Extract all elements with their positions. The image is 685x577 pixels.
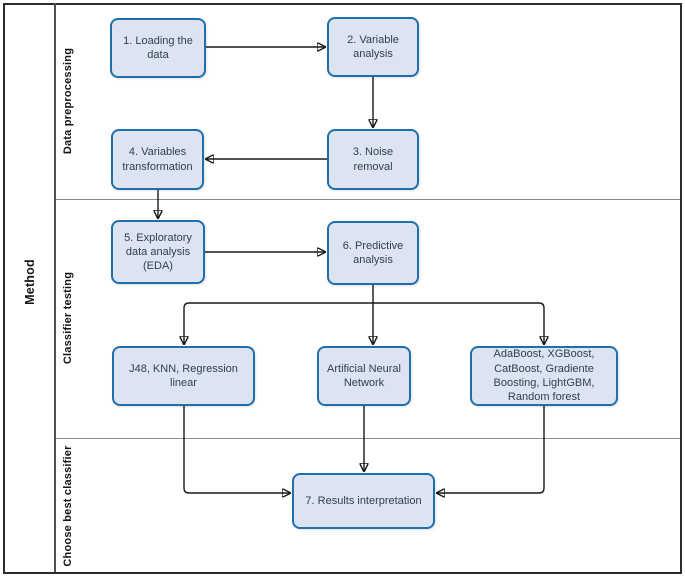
node-j48-knn-regression: J48, KNN, Regression linear	[112, 346, 255, 406]
node-results-interpretation: 7. Results interpretation	[292, 473, 435, 529]
node-exploratory-data-analysis: 5. Exploratory data analysis (EDA)	[111, 220, 205, 284]
node-variables-transformation: 4. Variables transformation	[111, 129, 204, 190]
method-title: Method	[23, 259, 37, 305]
node-loading-the-data: 1. Loading the data	[110, 18, 206, 78]
method-column-divider	[54, 3, 56, 572]
node-variable-analysis: 2. Variable analysis	[327, 17, 419, 77]
lane-divider-testing-choose	[56, 438, 680, 439]
node-noise-removal: 3. Noise removal	[327, 129, 419, 190]
node-predictive-analysis: 6. Predictive analysis	[327, 221, 419, 285]
diagram-outer-border	[3, 3, 682, 574]
node-artificial-neural-network: Artificial Neural Network	[317, 346, 411, 406]
lane-label-classifier-testing: Classifier testing	[62, 271, 74, 365]
node-boosting-classifiers: AdaBoost, XGBoost, CatBoost, Gradiente B…	[470, 346, 618, 406]
lane-divider-preprocessing-testing	[56, 199, 680, 200]
lane-label-choose-best-classifier: Choose best classifier	[62, 445, 74, 567]
lane-label-data-preprocessing: Data preprocessing	[62, 47, 74, 155]
